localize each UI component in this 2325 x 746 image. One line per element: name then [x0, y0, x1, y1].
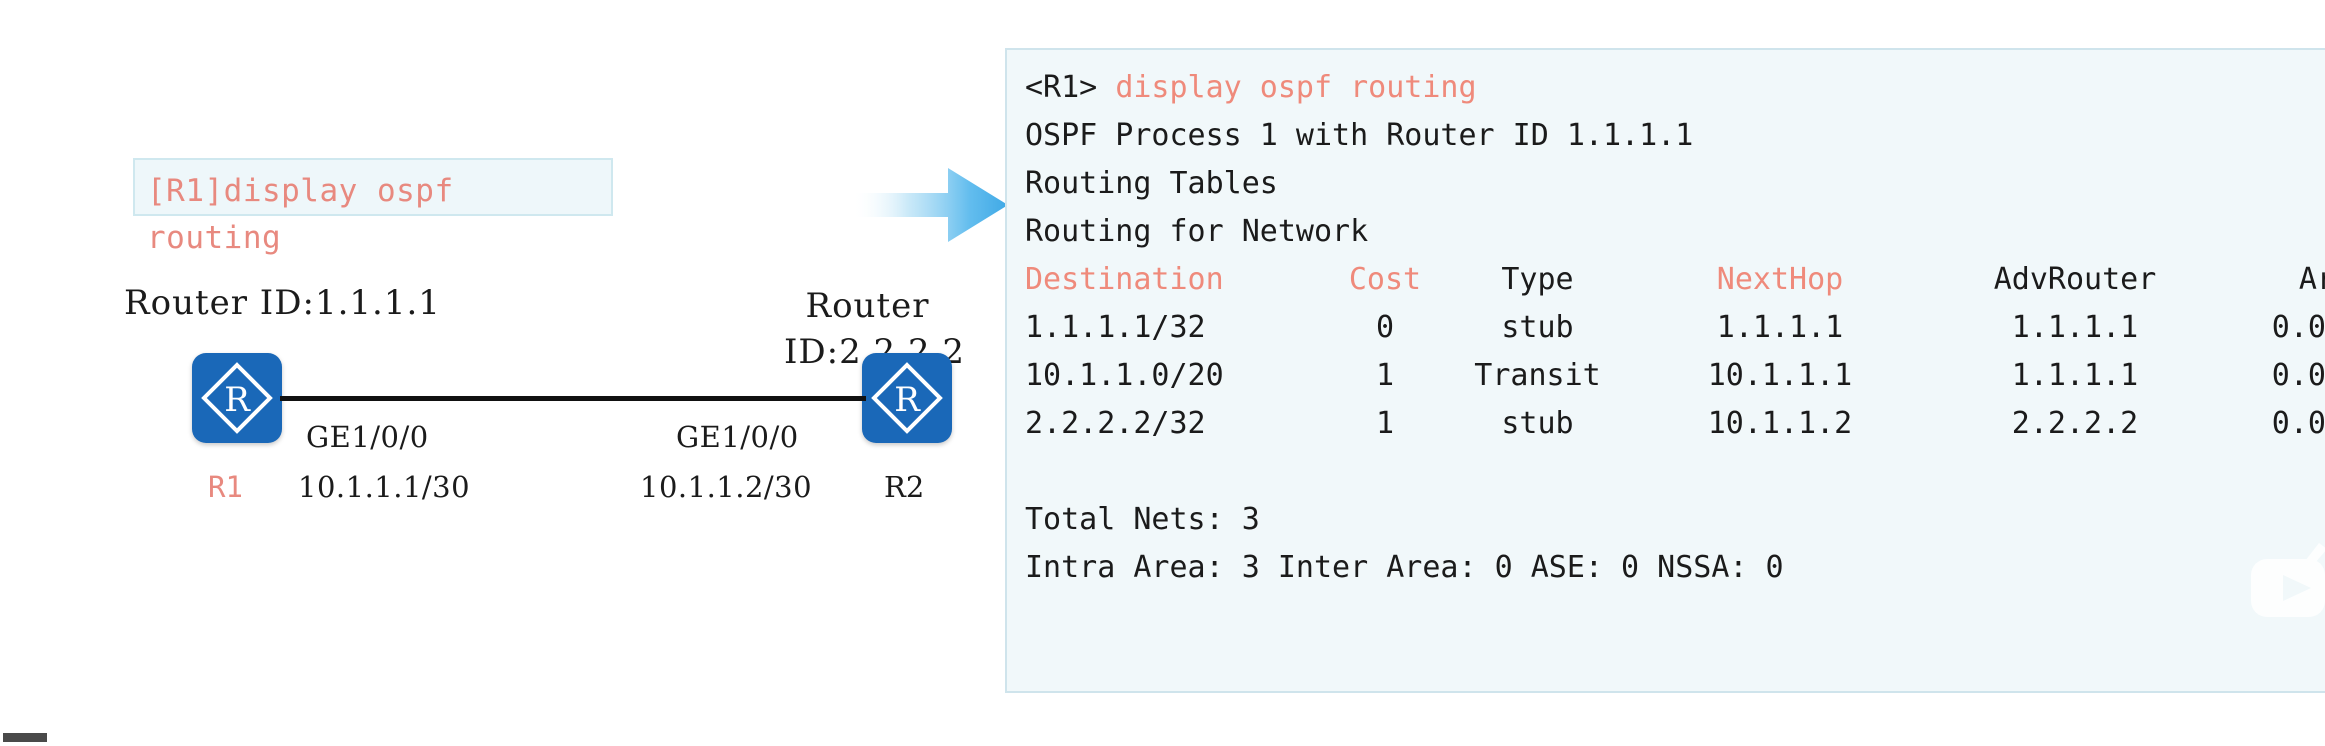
area-summary-line: Intra Area: 3 Inter Area: 0 ASE: 0 NSSA:…: [1025, 550, 1784, 585]
column-header-advrouter: AdvRouter: [1993, 262, 2157, 297]
cell-cost: 0: [1375, 310, 1395, 345]
cell-destination: 1.1.1.1/32: [1025, 310, 1206, 345]
cell-advrouter: 2.2.2.2: [2011, 406, 2139, 441]
right-router-name: R2: [884, 470, 925, 504]
cell-nexthop: 1.1.1.1: [1716, 310, 1844, 345]
column-header-nexthop: NextHop: [1716, 262, 1844, 297]
cell-type: stub: [1501, 310, 1574, 345]
cell-cost: 1: [1375, 406, 1395, 441]
terminal-output-panel: <R1> display ospf routing OSPF Process 1…: [1005, 48, 2325, 693]
cell-advrouter: 1.1.1.1: [2011, 310, 2139, 345]
column-header-destination: Destination: [1025, 262, 1224, 297]
video-play-icon: [2243, 537, 2325, 633]
command-highlight-box: [133, 158, 613, 216]
link-line: [280, 396, 866, 401]
table-row: 1.1.1.1/32 0 stub 1.1.1.1 1.1.1.1 0.0.0.…: [1025, 304, 2325, 352]
total-nets-line: Total Nets: 3: [1025, 502, 1260, 537]
router-icon-r1[interactable]: R: [192, 353, 282, 443]
svg-text:R: R: [224, 380, 251, 420]
left-router-id-label: Router ID:1.1.1.1: [124, 283, 441, 323]
svg-text:R: R: [894, 380, 921, 420]
cell-nexthop: 10.1.1.1: [1707, 358, 1853, 393]
cell-type: stub: [1501, 406, 1574, 441]
terminal-command-line: <R1> display ospf routing: [1025, 64, 2325, 112]
cell-cost: 1: [1375, 358, 1395, 393]
routing-tables-line: Routing Tables: [1025, 166, 1278, 201]
routing-for-network-line: Routing for Network: [1025, 214, 1369, 249]
cell-area: 0.0.0.0: [2271, 310, 2325, 345]
cell-destination: 2.2.2.2/32: [1025, 406, 1206, 441]
column-header-cost: Cost: [1348, 262, 1422, 297]
left-interface-label: GE1/0/0: [306, 420, 429, 454]
bottom-left-strip: [3, 733, 47, 742]
right-router-id-line1: Router: [805, 286, 930, 326]
left-router-name: R1: [208, 470, 243, 504]
right-router-ip: 10.1.1.2/30: [640, 470, 813, 504]
terminal-command: display ospf routing: [1115, 70, 1477, 105]
ospf-process-line: OSPF Process 1 with Router ID 1.1.1.1: [1025, 118, 1694, 153]
terminal-prompt: <R1>: [1025, 70, 1098, 105]
cell-advrouter: 1.1.1.1: [2011, 358, 2139, 393]
cell-area: 0.0.0.0: [2271, 358, 2325, 393]
cell-nexthop: 10.1.1.2: [1707, 406, 1853, 441]
column-header-area: Area: [2298, 262, 2325, 297]
column-header-type: Type: [1501, 262, 1574, 297]
topology-panel: [R1]display ospf routing Router ID:1.1.1…: [0, 0, 1005, 746]
table-row: 2.2.2.2/32 1 stub 10.1.1.2 2.2.2.2 0.0.0…: [1025, 400, 2325, 448]
right-arrow-icon: [852, 160, 1012, 250]
right-interface-label: GE1/0/0: [676, 420, 799, 454]
spacer-line: [1025, 448, 2325, 496]
cell-destination: 10.1.1.0/20: [1025, 358, 1224, 393]
table-header-row: Destination Cost Type NextHop AdvRouter …: [1025, 256, 2325, 304]
cell-area: 0.0.0.0: [2271, 406, 2325, 441]
cell-type: Transit: [1474, 358, 1601, 393]
left-router-ip: 10.1.1.1/30: [298, 470, 471, 504]
table-row: 10.1.1.0/20 1 Transit 10.1.1.1 1.1.1.1 0…: [1025, 352, 2325, 400]
command-text: [R1]display ospf routing: [147, 173, 454, 256]
router-icon-r2[interactable]: R: [862, 353, 952, 443]
